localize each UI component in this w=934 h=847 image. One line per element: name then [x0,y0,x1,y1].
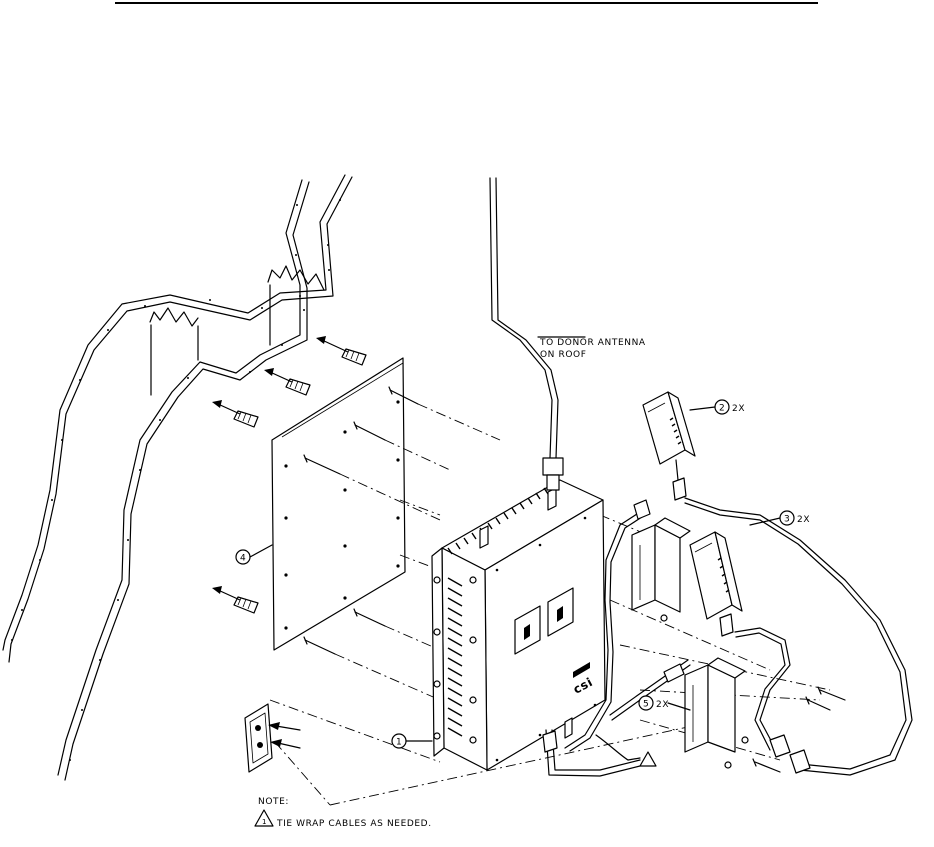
callout-4-number: 4 [240,554,246,564]
notes-flag-mark: 1 [262,818,267,826]
amplifier-unit: csi [432,480,605,770]
anchor-1 [316,336,366,365]
callout-3: 3 2X [750,511,810,525]
indoor-antenna-lower [690,532,742,636]
callout-1-number: 1 [396,738,402,748]
anchor-4 [212,586,258,613]
callout-3-number: 3 [784,515,790,525]
notes-item: TIE WRAP CABLES AS NEEDED. [276,819,432,829]
callout-2-number: 2 [719,404,725,414]
anchor-3 [212,400,258,427]
donor-cable [490,178,585,490]
donor-label-line1: TO DONOR ANTENNA [539,338,646,348]
callout-5-qty: 2X [656,700,669,710]
notes-block: NOTE: 1 TIE WRAP CABLES AS NEEDED. [255,797,432,829]
callout-3-qty: 2X [797,515,810,525]
callout-2: 2 2X [690,400,745,414]
callout-5-number: 5 [643,700,649,710]
tie-wrap-flag [628,752,656,766]
callout-5: 5 2X [639,696,690,710]
indoor-antenna-upper [643,392,695,500]
notes-heading: NOTE: [258,797,289,807]
mounting-plate [272,358,405,650]
antenna-bracket-upper [632,518,690,621]
donor-label-line2: ON ROOF [540,350,586,360]
callout-4: 4 [236,545,272,564]
callout-1: 1 [392,734,432,748]
anchor-2 [264,368,310,395]
donor-antenna-label: TO DONOR ANTENNA ON ROOF [539,338,646,360]
antenna-bracket-lower [685,658,748,768]
callout-2-qty: 2X [732,404,745,414]
